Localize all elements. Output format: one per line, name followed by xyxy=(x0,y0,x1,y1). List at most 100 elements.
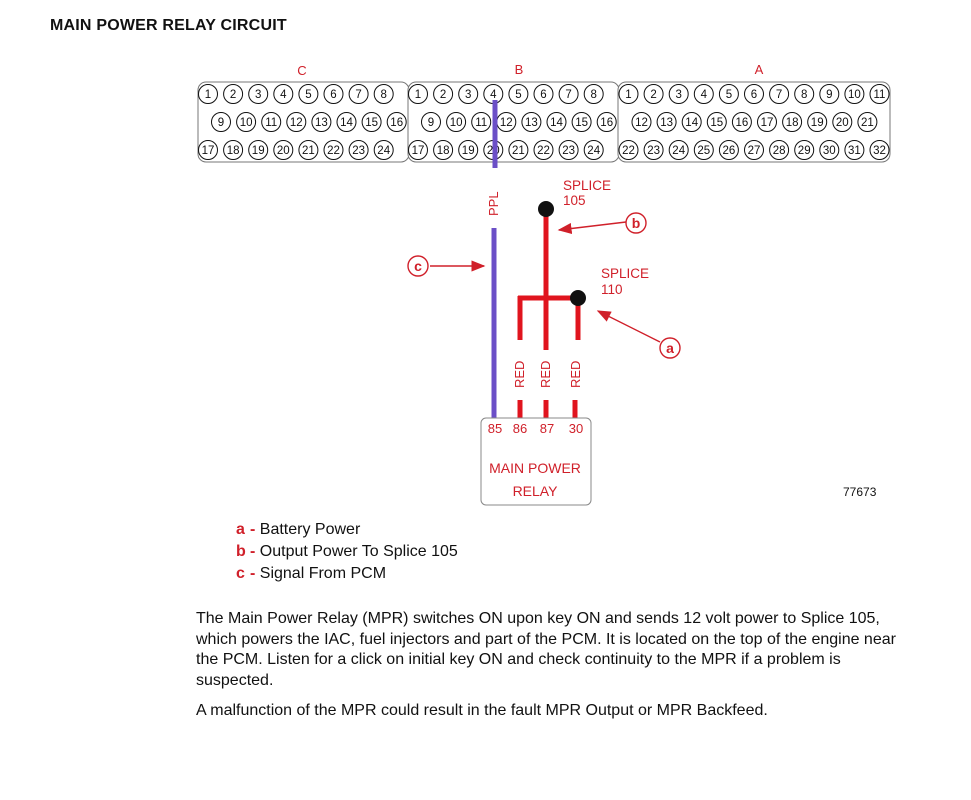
pin-circle xyxy=(583,140,604,160)
pin-circle xyxy=(757,112,777,132)
pin-circle xyxy=(508,84,529,104)
pin-number: 24 xyxy=(377,145,390,157)
connector-a-pin-6: 6 xyxy=(744,84,764,104)
pin-number: 2 xyxy=(650,89,656,101)
page-title: MAIN POWER RELAY CIRCUIT xyxy=(50,17,287,34)
pin-number: 9 xyxy=(218,117,224,129)
pin-number: 15 xyxy=(710,117,723,129)
pin-circle xyxy=(248,84,269,104)
pin-circle xyxy=(421,112,441,132)
pin-number: 16 xyxy=(600,117,613,129)
splice-105-label: SPLICE xyxy=(563,178,611,193)
pin-number: 20 xyxy=(277,145,290,157)
callout-a-arrow xyxy=(596,310,661,343)
pin-number: 22 xyxy=(327,145,340,157)
connector-a-pin-17: 17 xyxy=(757,112,777,132)
pin-number: 1 xyxy=(415,89,421,101)
pin-number: 28 xyxy=(773,145,786,157)
connector-c-pin-19: 19 xyxy=(248,140,269,160)
pin-circle xyxy=(769,140,790,160)
pin-number: 26 xyxy=(723,145,736,157)
pin-circle xyxy=(386,112,407,132)
pin-number: 22 xyxy=(622,145,635,157)
pin-number: 10 xyxy=(240,117,253,129)
connector-a-pin-30: 30 xyxy=(819,140,840,160)
pin-number: 25 xyxy=(697,145,710,157)
pin-number: 4 xyxy=(490,89,497,101)
pin-circle xyxy=(198,84,218,104)
connector-c-pin-9: 9 xyxy=(211,112,231,132)
pin-circle xyxy=(533,84,554,104)
relay-pin-30: 30 xyxy=(569,421,583,436)
connector-a-pin-32: 32 xyxy=(869,140,890,160)
callout-b-marker: b xyxy=(625,212,647,234)
pin-circle xyxy=(857,112,878,132)
connector-a-pin-8: 8 xyxy=(794,84,815,104)
connector-b-pin-8: 8 xyxy=(583,84,604,104)
connector-a-pin-24: 24 xyxy=(668,140,689,160)
pin-number: 5 xyxy=(515,89,521,101)
pin-circle xyxy=(373,140,394,160)
pin-number: 19 xyxy=(462,145,475,157)
pin-number: 6 xyxy=(751,89,757,101)
pin-number: 18 xyxy=(227,145,240,157)
connector-c-pin-24: 24 xyxy=(373,140,394,160)
pin-number: 13 xyxy=(315,117,328,129)
pin-number: 7 xyxy=(776,89,782,101)
pin-circle xyxy=(533,140,554,160)
pin-number: 4 xyxy=(280,89,287,101)
connector-b-pin-11: 11 xyxy=(471,112,492,132)
connector-b-pin-19: 19 xyxy=(458,140,479,160)
pin-circle xyxy=(618,140,639,160)
legend-text: Signal From PCM xyxy=(259,565,387,582)
pin-number: 6 xyxy=(330,89,336,101)
splice-105-number: 105 xyxy=(563,193,586,208)
connector-c-pin-1: 1 xyxy=(198,84,218,104)
pin-circle xyxy=(273,140,294,160)
legend-text: Battery Power xyxy=(259,521,361,538)
pin-number: 32 xyxy=(873,145,886,157)
pin-circle xyxy=(596,112,617,132)
legend-sep: - xyxy=(250,521,256,538)
pin-circle xyxy=(558,84,579,104)
pin-circle xyxy=(583,84,604,104)
connector-a-housing xyxy=(617,81,891,163)
connector-a-pin-23: 23 xyxy=(643,140,664,160)
connector-b-pin-12: 12 xyxy=(496,112,517,132)
pin-circle xyxy=(681,112,702,132)
pin-circle xyxy=(744,140,764,160)
connector-a-pin-20: 20 xyxy=(832,112,853,132)
pin-circle xyxy=(373,84,394,104)
pin-circle xyxy=(656,112,677,132)
legend-item: b- Output Power To Splice 105 xyxy=(236,541,458,563)
legend-item: c- Signal From PCM xyxy=(236,563,458,585)
pin-circle xyxy=(433,140,454,160)
connector-b-pin-10: 10 xyxy=(446,112,467,132)
callout-a-letter: a xyxy=(666,340,674,356)
pin-circle xyxy=(546,112,567,132)
pin-circle xyxy=(458,140,479,160)
pin-number: 12 xyxy=(290,117,303,129)
pin-number: 3 xyxy=(465,89,471,101)
pin-circle xyxy=(769,84,790,104)
connector-b-pin-22: 22 xyxy=(533,140,554,160)
pin-number: 9 xyxy=(428,117,434,129)
callout-b-arrow xyxy=(557,221,627,235)
pin-circle xyxy=(458,84,479,104)
pin-number: 8 xyxy=(590,89,596,101)
pin-circle xyxy=(693,84,714,104)
pin-circle xyxy=(446,112,467,132)
description-paragraph: The Main Power Relay (MPR) switches ON u… xyxy=(196,610,896,689)
relay-name-line1: MAIN POWER xyxy=(489,460,581,476)
pin-circle xyxy=(508,140,529,160)
relay-pin-85: 85 xyxy=(488,421,502,436)
pin-circle xyxy=(631,112,652,132)
ppl-wire-label: PPL xyxy=(486,191,501,216)
pin-circle xyxy=(286,112,307,132)
pin-number: 23 xyxy=(647,145,660,157)
connector-a-pin-22: 22 xyxy=(618,140,639,160)
pin-circle xyxy=(471,112,492,132)
connector-c-pin-15: 15 xyxy=(361,112,382,132)
